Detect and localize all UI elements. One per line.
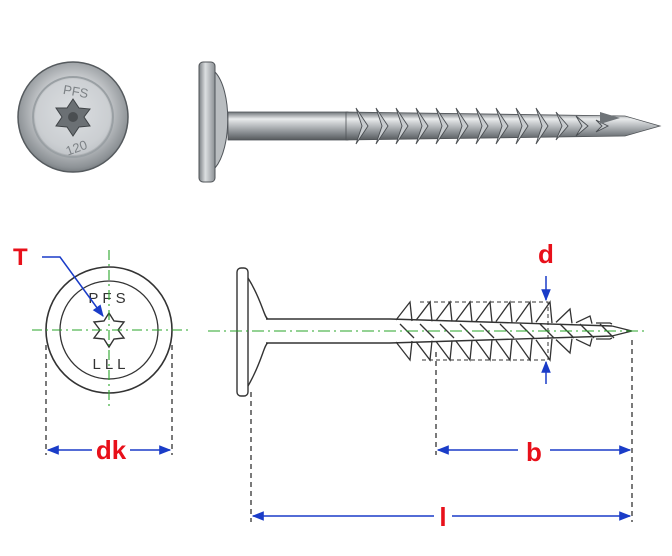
drawing-thread-helix [499,323,515,339]
photo-thread-crest [435,107,449,145]
photo-head-marking-bottom: 120 [64,137,90,159]
photo-head-top-view: PFS 120 [17,61,129,173]
drawing-head-marking-top: PFS [88,290,129,307]
drawing-thread-crest-bottom [495,339,513,362]
drive-label: T [13,244,28,271]
drawing-thread-crest-bottom [455,340,473,362]
drawing-thread-crest-top [555,307,573,324]
photo-thread-crests [355,107,610,145]
drawing-thread-crest-top [395,300,413,322]
drive-callout: T [13,244,104,317]
photo-thread-crest [355,107,369,145]
photo-screw-side-view [198,61,662,183]
head-diameter-label: dk [96,435,127,465]
dk-dimension: dk [45,345,173,465]
photo-thread-crest [395,107,409,145]
drawing-thread-crest-bottom [596,337,613,340]
photo-thread-crest [455,107,469,145]
drawing-thread-helix [479,323,495,339]
head-centerlines [32,250,188,410]
photo-thread-crest [535,107,549,145]
drawing-thread-helix [439,323,455,339]
drawing-thread-crest-bottom [535,338,553,362]
drawing-thread-crest-top [515,300,533,323]
drawing-thread-crest-top [575,315,593,324]
thread-length-label: b [526,437,542,467]
drawing-thread-crest-bottom [575,338,593,347]
d-dimension: d [538,239,554,384]
photo-thread-crest [495,107,509,145]
photo-thread-crest [415,107,429,145]
drawing-thread-crest-top [475,300,493,323]
photo-thread-crest [575,115,589,137]
drawing-thread-crest-top [455,300,473,322]
l-dimension: l [250,392,632,532]
total-length-label: l [439,502,446,532]
thread-diameter-label: d [538,239,554,269]
drawing-thread-crest-top [415,300,433,322]
drawing-thread-crest-bottom [475,339,493,362]
photo-thread-crest [515,107,529,145]
photo-thread-crest [375,107,389,145]
drawing-thread-crest-top [435,300,453,322]
drawing-thread-crest-bottom [555,338,573,355]
drawing-thread-crest-top [596,322,613,325]
drawing-torx-recess [92,311,126,349]
drawing-thread-crest-bottom [435,340,453,362]
drawing-screw-side-view [236,267,633,397]
drawing-thread-crest-top [495,300,513,323]
drawing-thread-crest-top [535,300,553,324]
drawing-thread-crest-bottom [415,340,433,362]
drawing-head-marking-bottom: LLL [92,356,129,373]
photo-head-marking-top: PFS [62,82,90,101]
photo-thread-crest [475,107,489,145]
drawing-thread-helix [419,323,435,339]
photo-thread-crest [555,111,569,141]
drawing-thread-crest-bottom [515,339,533,362]
b-dimension: b [435,340,633,522]
drawing-thread-crest-bottom [395,340,413,362]
